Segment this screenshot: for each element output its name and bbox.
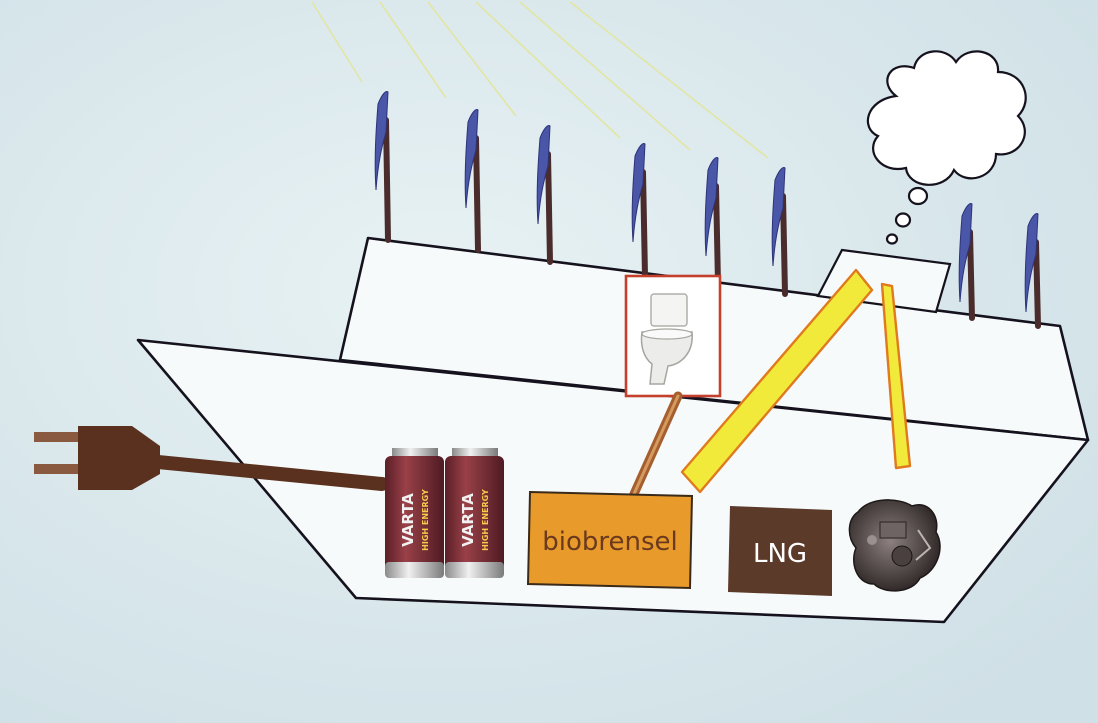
toilet-box [624, 274, 722, 398]
sun-rays [311, 1, 769, 159]
battery-icon: VARTA HIGH ENERGY [385, 448, 444, 578]
battery-icon: VARTA HIGH ENERGY [445, 448, 504, 578]
turbine-mast [640, 169, 648, 279]
wind-turbine [374, 91, 391, 243]
wind-turbine-group [374, 91, 1041, 329]
battery-group: VARTA HIGH ENERGY VARTA HIGH ENERGY [385, 448, 504, 578]
wind-turbine [464, 109, 481, 253]
turbine-mast [545, 151, 553, 265]
battery-brand-label: VARTA [459, 493, 477, 547]
wind-turbine [1024, 213, 1041, 329]
wind-turbine [771, 167, 788, 297]
biofuel-box: biobrensel [526, 490, 694, 590]
toilet-icon [640, 293, 693, 385]
turbine-mast [713, 183, 721, 287]
battery-brand-label: VARTA [399, 493, 417, 547]
battery-subtitle-label: HIGH ENERGY [481, 489, 490, 551]
turbine-sail [536, 125, 551, 225]
turbine-mast [780, 193, 788, 297]
wind-turbine [631, 143, 648, 279]
turbine-sail [464, 109, 479, 209]
wind-turbine [704, 157, 721, 287]
turbine-mast [383, 117, 391, 243]
turbine-sail [374, 91, 389, 191]
turbine-mast [967, 229, 975, 321]
turbine-sail [958, 203, 973, 303]
biofuel-label: biobrensel [542, 527, 678, 557]
lng-box: LNG [728, 506, 832, 596]
turbine-mast [473, 135, 481, 253]
wind-turbine [958, 203, 975, 321]
turbine-sail [1024, 213, 1039, 313]
wind-turbine [536, 125, 553, 265]
engine-icon [848, 499, 941, 592]
battery-subtitle-label: HIGH ENERGY [421, 489, 430, 551]
power-plug-icon [34, 426, 389, 491]
turbine-sail [771, 167, 786, 267]
thought-cloud [866, 50, 1027, 245]
power-cable [151, 455, 389, 491]
turbine-sail [704, 157, 719, 257]
turbine-sail [631, 143, 646, 243]
lng-label: LNG [753, 539, 807, 569]
turbine-mast [1033, 239, 1041, 329]
exhaust-pipe [680, 268, 912, 494]
